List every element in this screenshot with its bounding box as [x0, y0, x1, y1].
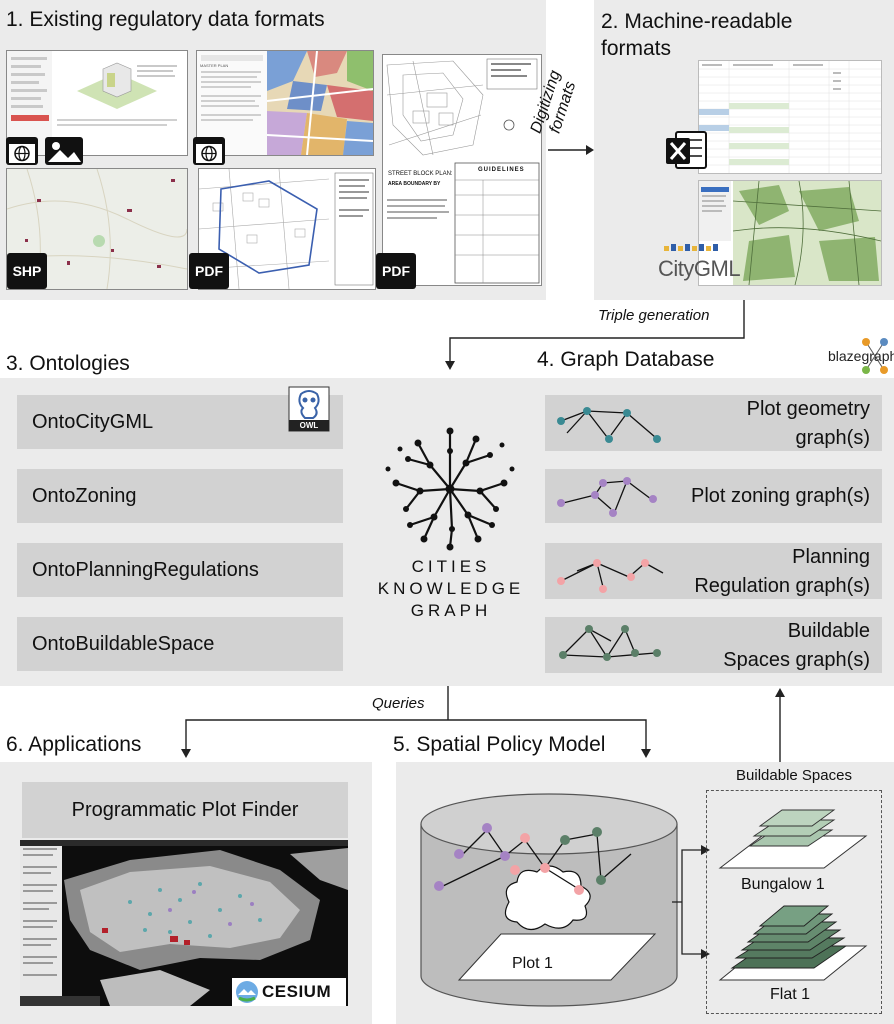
area-boundary-label: AREA BOUNDARY BY	[388, 181, 441, 187]
blazegraph-logo: blazegraph	[826, 336, 894, 376]
guidelines-label: GUIDELINES	[478, 167, 525, 173]
master-plan-label: MASTER PLAN	[200, 63, 229, 68]
graph-label-line2: Spaces graph(s)	[723, 649, 870, 671]
ckg-line-knowledge: KNOWLEDGE	[377, 579, 525, 599]
plot-geometry-network-icon	[557, 407, 661, 443]
spatial-policy-cylinder	[420, 793, 678, 1007]
ontology-onto-buildable-space: OntoBuildableSpace	[17, 617, 343, 671]
planning-regulation-network-icon	[557, 559, 664, 593]
digitizing-arrow	[548, 145, 594, 155]
graph-plot-zoning-label: Plot zoning graph(s)	[691, 482, 870, 511]
graph-plot-geometry-label: Plot geometry graph(s)	[747, 395, 870, 453]
web-icon	[192, 136, 226, 166]
buildable-spaces-frame	[706, 790, 882, 1014]
graph-planning-regulation: Planning Regulation graph(s)	[545, 543, 882, 599]
triple-generation-arrow	[445, 300, 745, 370]
cesium-logo: CESIUM	[232, 978, 346, 1006]
graph-label-line2: Regulation graph(s)	[694, 575, 870, 597]
excel-icon	[664, 128, 708, 172]
image-icon	[44, 136, 84, 166]
graph-plot-zoning: Plot zoning graph(s)	[545, 469, 882, 523]
section-title-applications: 6. Applications	[6, 733, 142, 756]
buildable-spaces-title: Buildable Spaces	[736, 767, 852, 784]
ckg-line-cities: CITIES	[411, 557, 491, 576]
section-title-ontologies: 3. Ontologies	[6, 352, 130, 375]
owl-icon: OWL	[288, 386, 330, 432]
knowledge-graph-emblem	[385, 427, 515, 551]
citygml-logo-text: CityGML	[658, 256, 741, 281]
cesium-text: CESIUM	[262, 982, 332, 1001]
section-title-machine-readable: 2. Machine-readable formats	[601, 8, 792, 63]
queries-label: Queries	[372, 695, 425, 712]
app-title-bar: Programmatic Plot Finder	[22, 782, 348, 838]
plot-label: Plot 1	[512, 955, 553, 972]
cesium-icon	[236, 981, 258, 1003]
ontology-onto-planning-regulations: OntoPlanningRegulations	[17, 543, 343, 597]
knowledge-graph-title: CITIES KNOWLEDGE GRAPH	[366, 556, 536, 622]
graph-label-line1: Plot zoning graph(s)	[691, 485, 870, 507]
shp-file-icon: SHP	[7, 253, 47, 289]
graph-label-line1: Planning	[792, 546, 870, 568]
buildable-to-graph-arrow	[775, 688, 785, 766]
owl-label: OWL	[299, 421, 319, 430]
section-title-line1: 2. Machine-readable	[601, 10, 793, 33]
queries-arrow	[181, 686, 651, 758]
webpage-thumbnail	[6, 50, 188, 156]
graph-label-line1: Buildable	[787, 620, 870, 642]
section-title-existing-formats: 1. Existing regulatory data formats	[6, 8, 325, 31]
pdf-file-icon: PDF	[376, 253, 416, 289]
graph-planning-regulation-label: Planning Regulation graph(s)	[694, 543, 870, 601]
digitizing-label: Digitizing formats	[528, 56, 601, 136]
triple-generation-label: Triple generation	[598, 307, 710, 324]
web-icon	[5, 136, 39, 166]
buildable-spaces-network-icon	[559, 625, 661, 661]
pdf-block-map-thumbnail	[198, 168, 376, 290]
graph-buildable-spaces-label: Buildable Spaces graph(s)	[723, 617, 870, 675]
ontology-onto-zoning: OntoZoning	[17, 469, 343, 523]
blazegraph-text: blazegraph	[828, 348, 894, 364]
graph-label-line1: Plot geometry	[746, 398, 870, 420]
flat-label: Flat 1	[770, 986, 811, 1003]
bungalow-label: Bungalow 1	[741, 876, 825, 893]
section-title-line2: formats	[601, 37, 672, 61]
plot-zoning-network-icon	[557, 477, 657, 517]
citygml-logo: CityGML	[658, 242, 741, 284]
section-title-spatial-policy-model: 5. Spatial Policy Model	[393, 733, 606, 756]
citygml-map-thumbnail	[698, 180, 882, 286]
flat-buildable-space	[718, 905, 868, 981]
plot-finder-screenshot[interactable]	[20, 840, 348, 1006]
pdf-file-icon: PDF	[189, 253, 229, 289]
cylinder-to-buildable-arrows	[672, 845, 710, 959]
graph-label-line2: graph(s)	[795, 427, 870, 449]
street-block-plan-thumbnail: STREET BLOCK PLAN: AREA BOUNDARY BY GUID…	[382, 54, 542, 286]
ckg-line-graph: GRAPH	[410, 601, 492, 621]
graph-buildable-spaces: Buildable Spaces graph(s)	[545, 617, 882, 673]
bungalow-buildable-space	[718, 809, 868, 869]
street-block-plan-label: STREET BLOCK PLAN:	[388, 171, 453, 177]
graph-plot-geometry: Plot geometry graph(s)	[545, 395, 882, 451]
section-title-graph-database: 4. Graph Database	[537, 348, 715, 371]
app-title: Programmatic Plot Finder	[71, 798, 299, 821]
spreadsheet-thumbnail	[698, 60, 882, 174]
master-plan-thumbnail: MASTER PLAN	[196, 50, 374, 156]
